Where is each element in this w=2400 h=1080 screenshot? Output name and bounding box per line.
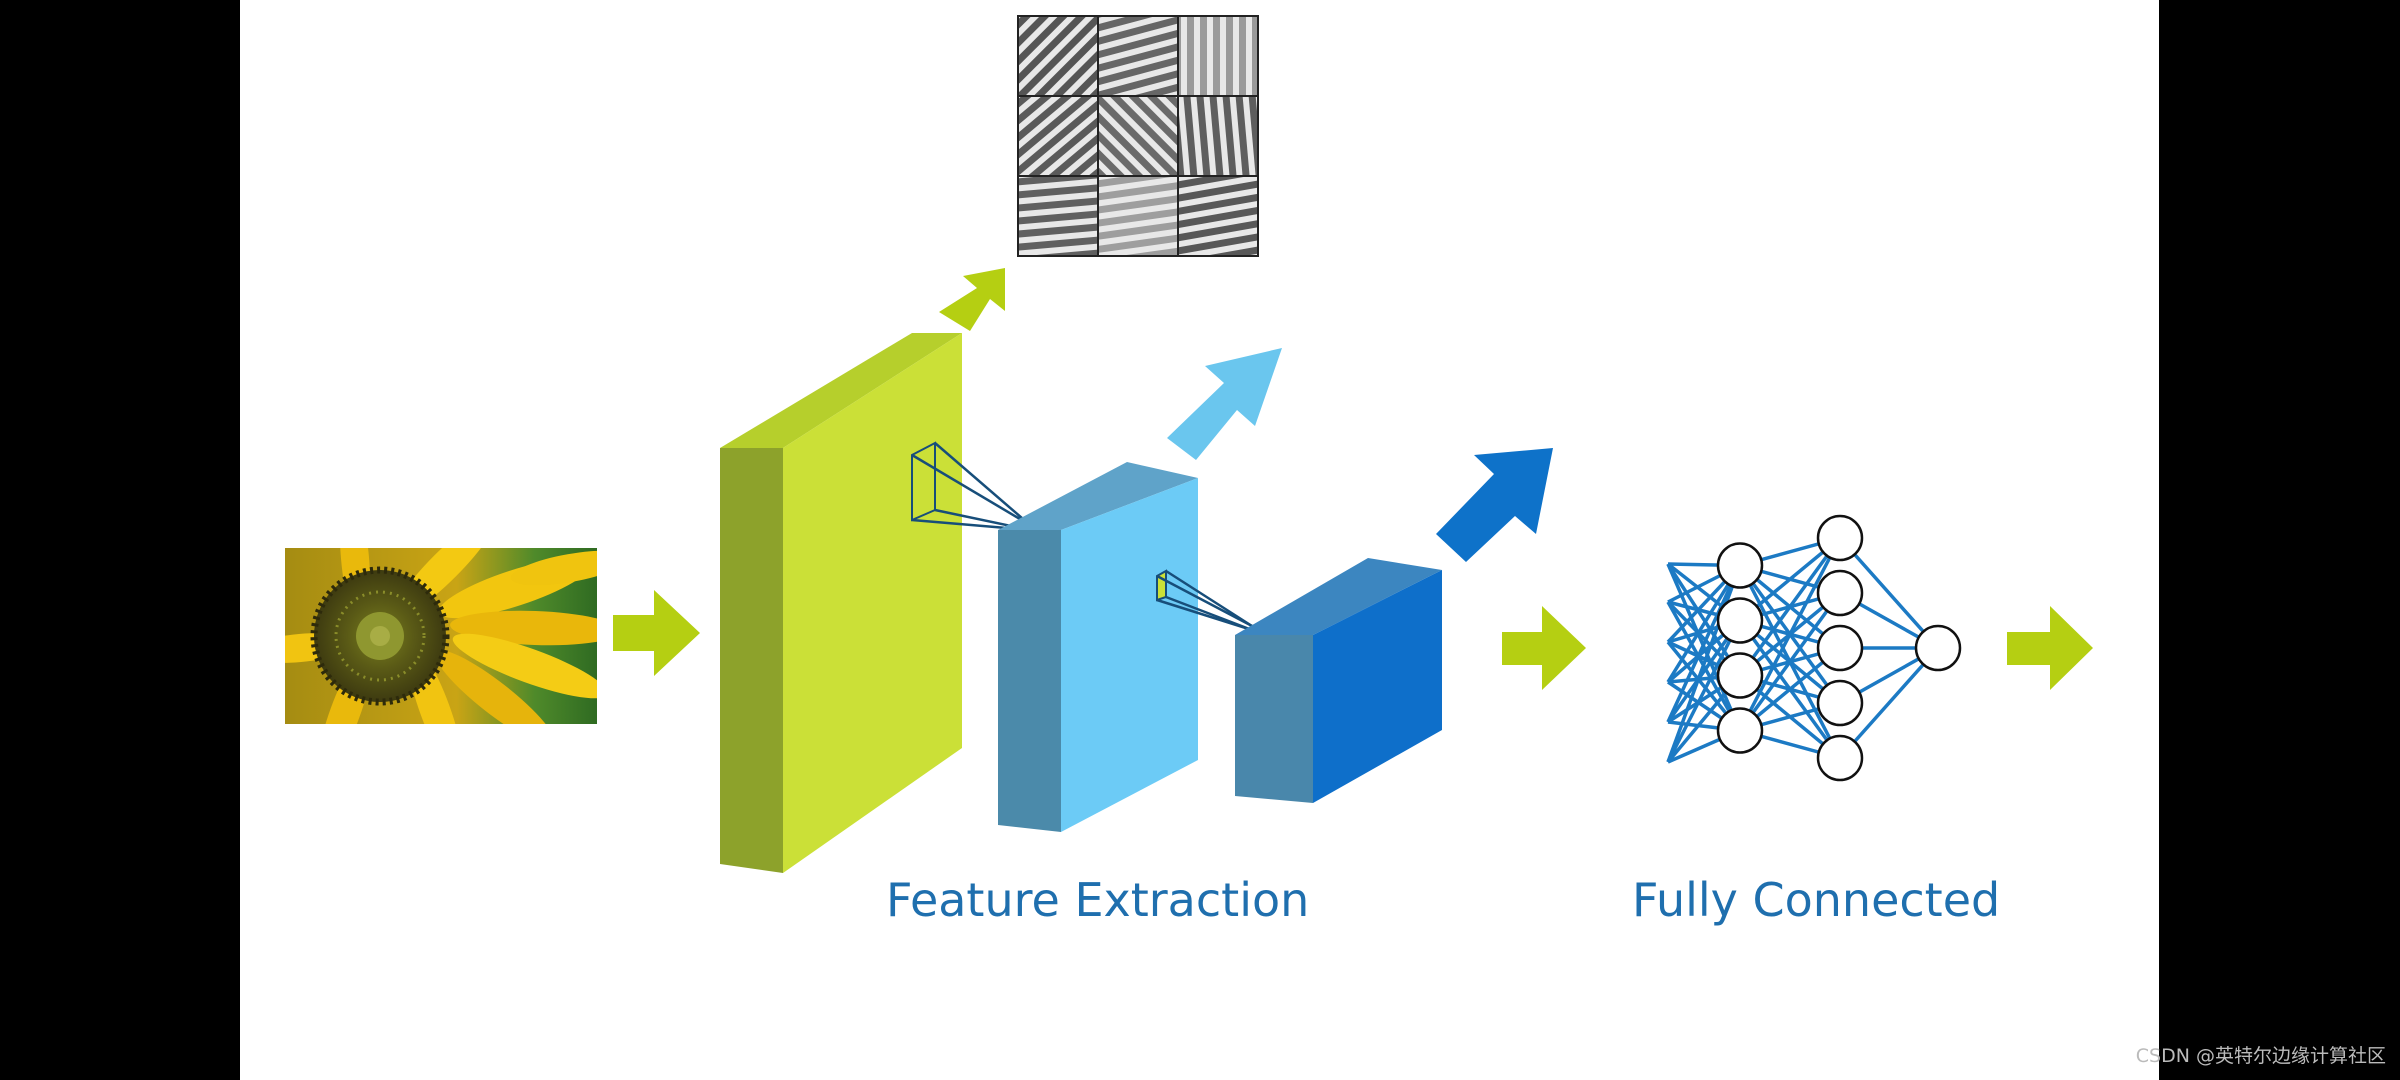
network-node (1716, 652, 1764, 699)
sunflower-image (285, 548, 597, 724)
arrow-layer-1-to-features (939, 268, 1005, 331)
fully-connected-label: Fully Connected (1632, 873, 2001, 927)
network-node (1816, 734, 1864, 782)
network-edge (1738, 537, 1842, 732)
conv-layer-2-left-face (998, 530, 1061, 832)
conv-layer-1-top-face (720, 333, 962, 448)
conv-layer-2-front-face (1061, 478, 1198, 832)
network-node (1816, 514, 1864, 562)
conv-layer-2 (998, 462, 1198, 832)
filter-patch (1177, 15, 1259, 97)
network-node (1716, 597, 1764, 644)
filter-patch (1177, 95, 1259, 177)
feature-extraction-label: Feature Extraction (886, 873, 1310, 927)
network-node (1816, 679, 1864, 727)
conv-layer-2-top-face (998, 462, 1198, 530)
arrow-conv-to-fc (1502, 606, 1586, 690)
receptive-field-2 (1156, 569, 1253, 632)
arrow-fc-to-output (2007, 606, 2093, 690)
network-edge (1738, 536, 1842, 677)
conv-layer-1-left-face (720, 448, 783, 873)
arrow-layer-2-up (1167, 348, 1282, 460)
arrow-layer-3-up (1436, 448, 1553, 562)
network-edge (1838, 536, 1940, 650)
network-node (1716, 542, 1764, 589)
network-edge (1666, 564, 1742, 763)
conv-layer-3-front-face (1313, 570, 1442, 803)
filter-patch (1177, 175, 1259, 257)
arrow-input-to-conv (613, 590, 700, 676)
conv-layer-3 (1235, 558, 1442, 803)
network-node (1716, 707, 1764, 754)
network-edge (1666, 619, 1742, 763)
receptive-field-1 (911, 441, 1031, 532)
learned-filters-grid (1017, 15, 1259, 257)
conv-layer-3-top-face (1235, 558, 1442, 635)
conv-layer-3-left-face (1235, 635, 1313, 803)
network-node (1816, 569, 1864, 617)
network-edge (1738, 591, 1842, 732)
network-node (1914, 624, 1962, 672)
watermark-text: CSDN @英特尔边缘计算社区 (2135, 1045, 2386, 1067)
network-node (1816, 624, 1864, 672)
fully-connected-network (1666, 514, 1962, 782)
network-edge (1838, 646, 1940, 760)
filter-patch (1017, 95, 1099, 177)
filter-patch (1017, 175, 1099, 257)
network-edge (1666, 564, 1742, 723)
filter-patch (1097, 175, 1179, 257)
